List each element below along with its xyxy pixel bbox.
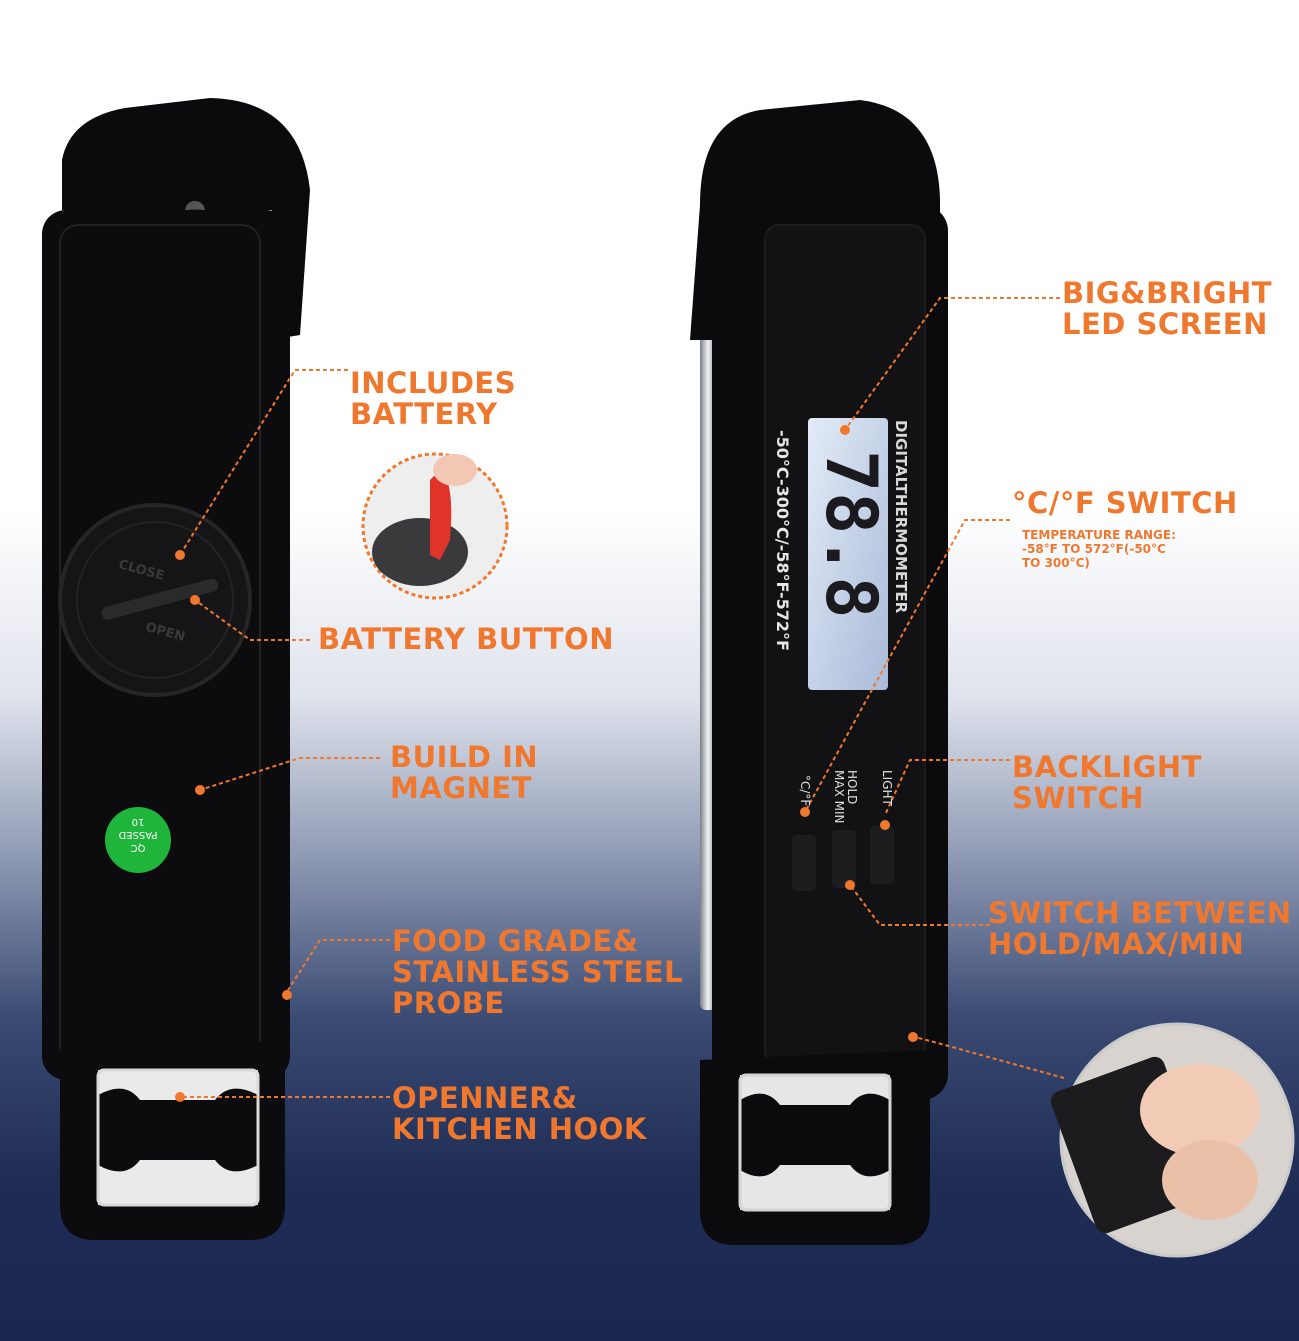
lcd-screen bbox=[808, 418, 888, 690]
battery-inset-photo bbox=[361, 452, 509, 600]
lcd-reading: 78.8 bbox=[810, 450, 892, 619]
range-text: -50°C-300°C/-58°F-572°F bbox=[773, 430, 792, 651]
leader-dots bbox=[175, 425, 918, 1102]
right-thermometer bbox=[690, 100, 948, 1245]
unit-switch-button[interactable] bbox=[792, 835, 816, 891]
hold-max-min-button[interactable] bbox=[832, 830, 856, 888]
backlight-switch-label: BACKLIGHT SWITCH bbox=[1012, 750, 1202, 815]
left-thermometer bbox=[42, 98, 310, 1240]
includes-battery-label: INCLUDES BATTERY bbox=[350, 366, 517, 431]
probe-label: FOOD GRADE& STAINLESS STEEL PROBE bbox=[392, 924, 684, 1020]
hold-max-min-switch-label: SWITCH BETWEEN HOLD/MAX/MIN bbox=[988, 896, 1292, 961]
right-bottle-opener-icon bbox=[740, 1075, 890, 1210]
bottle-opener-icon bbox=[98, 1070, 258, 1205]
openner-label: OPENNER& KITCHEN HOOK bbox=[392, 1081, 647, 1146]
unit-switch-label: °C/°F SWITCH bbox=[1012, 486, 1238, 520]
leader-lines bbox=[179, 297, 1065, 1098]
qc-sticker-text: QC PASSED 10 bbox=[118, 816, 158, 853]
build-in-magnet-label: BUILD IN MAGNET bbox=[390, 740, 539, 805]
buttons-inset-photo bbox=[1050, 1022, 1295, 1258]
brand-text: DIGITALTHERMOMETER bbox=[892, 420, 910, 614]
light-button-label: LIGHT bbox=[880, 770, 894, 806]
temperature-range-note: TEMPERATURE RANGE: -58°F TO 572°F(-50°C … bbox=[1022, 528, 1176, 570]
unit-button-label: °C/°F bbox=[798, 775, 812, 807]
qc-sticker bbox=[105, 807, 171, 873]
backlight-button[interactable] bbox=[870, 826, 894, 884]
battery-button-label: BATTERY BUTTON bbox=[318, 622, 614, 656]
led-screen-label: BIG&BRIGHT LED SCREEN bbox=[1062, 276, 1273, 341]
hold-max-min-label: HOLD MAX MIN bbox=[832, 770, 859, 824]
